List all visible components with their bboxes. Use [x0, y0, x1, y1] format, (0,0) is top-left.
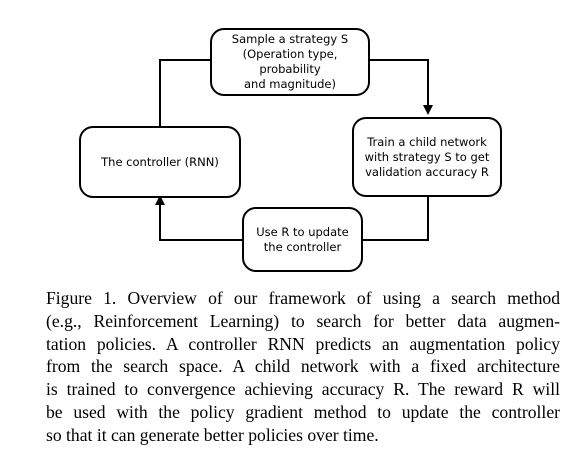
caption-line: Figure 1. Overview of our framework of u…: [46, 288, 560, 308]
caption-line: (e.g., Reinforcement Learning) to search…: [46, 310, 560, 331]
connector-controller-to-sample: [159, 59, 211, 127]
controller-rnn-node: The controller (RNN): [79, 126, 241, 198]
sample-strategy-node: Sample a strategy S (Operation type, pro…: [210, 28, 370, 96]
caption-line: so that it can generate better policies …: [46, 424, 379, 445]
figure-caption: Figure 1. Overview of our framework of u…: [46, 287, 560, 447]
caption-line: from the search space. A child network w…: [46, 356, 560, 377]
update-controller-node: Use R to update the controller: [242, 207, 363, 272]
caption-line: be used with the policy gradient method …: [46, 401, 560, 422]
arrow-sample-to-train: [369, 59, 433, 115]
flow-diagram: [155, 59, 433, 241]
arrow-update-to-controller: [155, 195, 243, 241]
caption-line: is trained to convergence achieving accu…: [46, 379, 560, 400]
caption-line: tation policies. A controller RNN predic…: [46, 333, 560, 354]
connector-train-to-update: [362, 196, 429, 241]
train-child-network-node: Train a child network with strategy S to…: [352, 117, 502, 197]
